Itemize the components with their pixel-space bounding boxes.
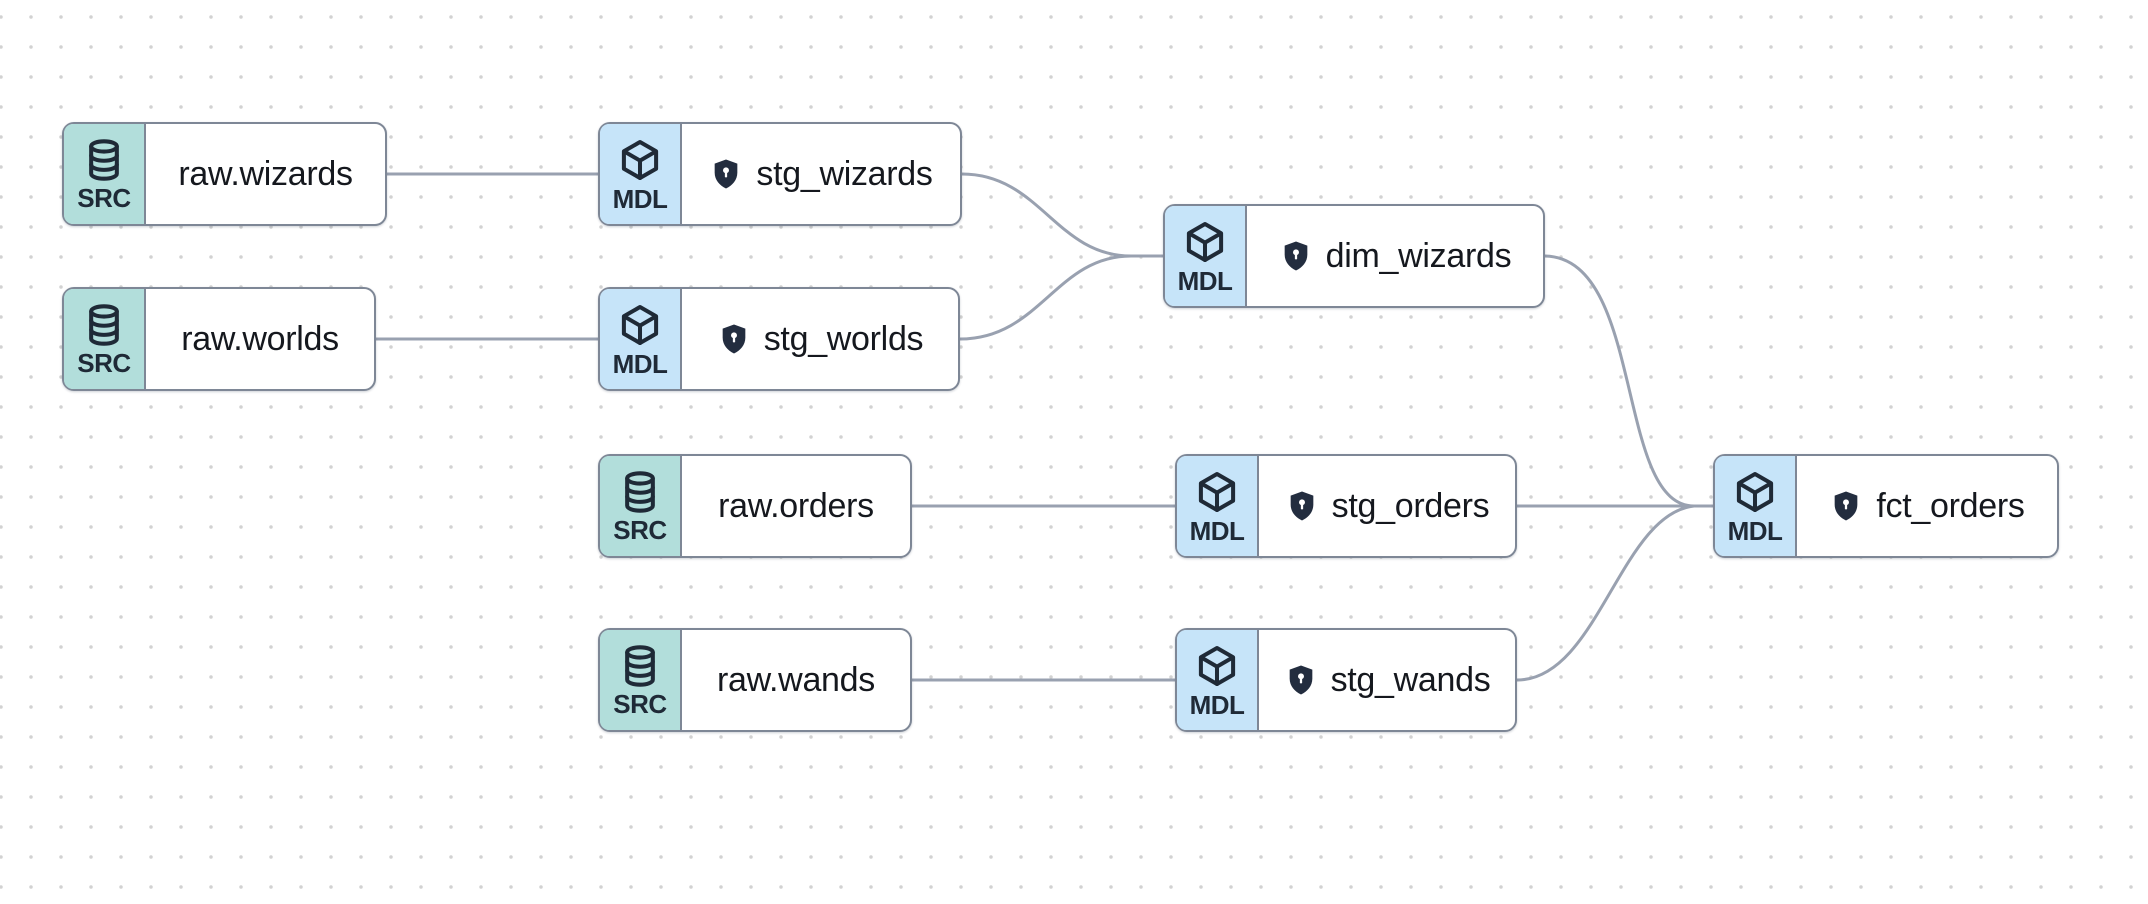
shield-lock-icon xyxy=(1829,489,1863,523)
badge-label: SRC xyxy=(77,347,131,378)
badge-label: SRC xyxy=(613,688,667,719)
badge-label: MDL xyxy=(1727,515,1783,546)
cube-icon xyxy=(617,137,663,183)
node-dim-wizards[interactable]: MDL dim_wizards xyxy=(1163,204,1545,308)
node-title: stg_wizards xyxy=(756,154,933,193)
shield-lock-icon xyxy=(717,322,751,356)
node-body: stg_wizards xyxy=(682,124,960,224)
model-badge: MDL xyxy=(600,124,682,224)
edge-stg_worlds-dim_wizards xyxy=(958,254,1133,341)
badge-label: MDL xyxy=(1189,515,1245,546)
node-title: dim_wizards xyxy=(1325,236,1512,275)
model-badge: MDL xyxy=(600,289,682,389)
badge-label: MDL xyxy=(1177,265,1233,296)
cube-icon xyxy=(617,302,663,348)
source-badge: SRC xyxy=(64,124,146,224)
model-badge: MDL xyxy=(1177,630,1259,730)
shield-lock-icon xyxy=(1284,663,1318,697)
node-body: dim_wizards xyxy=(1247,206,1543,306)
node-body: raw.wands xyxy=(682,630,910,730)
node-body: raw.worlds xyxy=(146,289,374,389)
edge-stg_wands-fct_orders xyxy=(1515,504,1696,682)
database-icon xyxy=(618,644,662,688)
edge-stg_wizards-dim_wizards xyxy=(960,172,1165,258)
database-icon xyxy=(82,138,126,182)
node-title: raw.worlds xyxy=(181,319,339,358)
database-icon xyxy=(618,470,662,514)
badge-label: MDL xyxy=(1189,689,1245,720)
node-body: stg_worlds xyxy=(682,289,958,389)
model-badge: MDL xyxy=(1715,456,1797,556)
badge-label: MDL xyxy=(612,183,668,214)
cube-icon xyxy=(1732,469,1778,515)
model-badge: MDL xyxy=(1177,456,1259,556)
node-stg-orders[interactable]: MDL stg_orders xyxy=(1175,454,1517,558)
node-title: stg_worlds xyxy=(763,319,924,358)
node-title: fct_orders xyxy=(1876,486,2025,525)
node-title: raw.wands xyxy=(717,660,875,699)
node-title: raw.orders xyxy=(718,486,874,525)
badge-label: MDL xyxy=(612,348,668,379)
node-title: stg_wands xyxy=(1330,660,1491,699)
node-stg-wands[interactable]: MDL stg_wands xyxy=(1175,628,1517,732)
source-badge: SRC xyxy=(64,289,146,389)
model-badge: MDL xyxy=(1165,206,1247,306)
node-body: stg_wands xyxy=(1259,630,1515,730)
node-body: raw.wizards xyxy=(146,124,385,224)
shield-lock-icon xyxy=(1285,489,1319,523)
source-badge: SRC xyxy=(600,456,682,556)
node-raw-worlds[interactable]: SRC raw.worlds xyxy=(62,287,376,391)
node-body: stg_orders xyxy=(1259,456,1515,556)
shield-lock-icon xyxy=(709,157,743,191)
node-stg-worlds[interactable]: MDL stg_worlds xyxy=(598,287,960,391)
badge-label: SRC xyxy=(613,514,667,545)
cube-icon xyxy=(1194,469,1240,515)
node-title: raw.wizards xyxy=(178,154,353,193)
node-raw-wizards[interactable]: SRC raw.wizards xyxy=(62,122,387,226)
node-title: stg_orders xyxy=(1331,486,1490,525)
edge-dim_wizards-fct_orders xyxy=(1543,254,1715,508)
node-raw-orders[interactable]: SRC raw.orders xyxy=(598,454,912,558)
cube-icon xyxy=(1182,219,1228,265)
cube-icon xyxy=(1194,643,1240,689)
node-fct-orders[interactable]: MDL fct_orders xyxy=(1713,454,2059,558)
shield-lock-icon xyxy=(1279,239,1313,273)
node-body: fct_orders xyxy=(1797,456,2057,556)
database-icon xyxy=(82,303,126,347)
node-raw-wands[interactable]: SRC raw.wands xyxy=(598,628,912,732)
source-badge: SRC xyxy=(600,630,682,730)
badge-label: SRC xyxy=(77,182,131,213)
node-stg-wizards[interactable]: MDL stg_wizards xyxy=(598,122,962,226)
node-body: raw.orders xyxy=(682,456,910,556)
